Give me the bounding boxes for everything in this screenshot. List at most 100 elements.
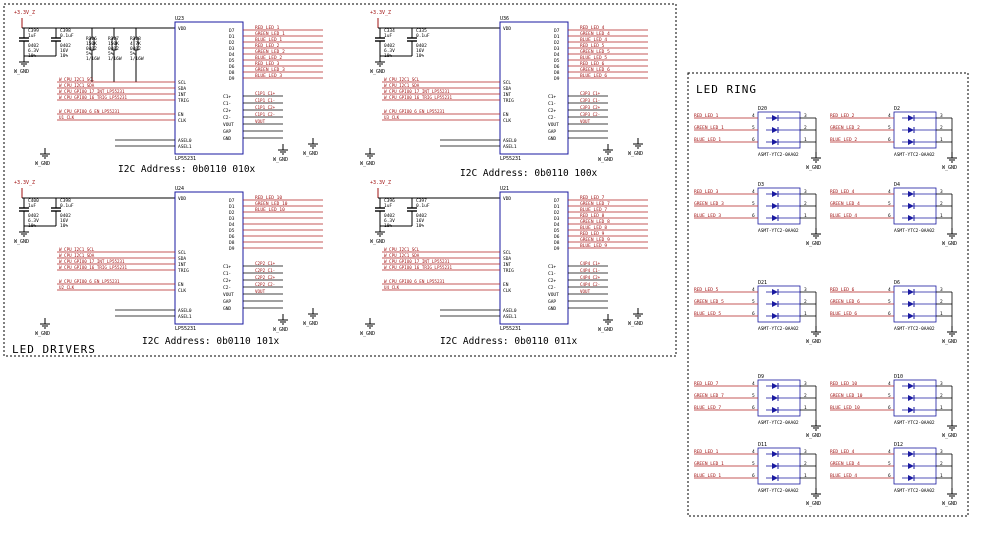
i2c-address: I2C Address: 0b0110 101x — [142, 336, 280, 347]
diode-triangle — [772, 383, 778, 389]
cp-net-label: C3P3_C1+ — [580, 91, 601, 96]
led-ref: D4 — [894, 182, 900, 188]
chip-pin-label: VOUT — [223, 122, 234, 128]
led-net-label: GREEN_LED_10 — [830, 393, 863, 399]
input-net-label: U1_CLK — [59, 115, 75, 120]
led-net-label: GREEN_LED_2 — [830, 125, 860, 131]
ground-symbol: W_GND — [370, 56, 385, 75]
output-net-label: GREEN_LED_1 — [255, 31, 285, 37]
ground-label: W_GND — [806, 165, 821, 171]
led-net-label: GREEN_LED_3 — [694, 201, 724, 207]
output-net-label: RED_LED_7 — [580, 195, 605, 201]
led-pin-number: 5 — [888, 201, 891, 207]
cap-rating: 6.3V — [384, 218, 395, 224]
chip-pin-label: VOUT — [548, 122, 559, 128]
ground-label: W_GND — [35, 161, 50, 167]
ground-label: W_GND — [273, 157, 288, 163]
led-pin-number: 6 — [752, 311, 755, 317]
input-net-label: W_CPU_GPIO0_17_INT_LP55231 — [384, 259, 450, 264]
led-pin-number: 1 — [804, 137, 807, 143]
cap-size: 0402 — [416, 213, 427, 219]
cp-net-label: C3P3_C1- — [580, 98, 600, 103]
led-net-label: GREEN_LED_4 — [830, 201, 860, 207]
chip-pin-label: D7 — [554, 28, 560, 34]
output-net-label: RED_LED_4 — [580, 25, 605, 31]
cap-tolerance: 10% — [416, 53, 424, 59]
led-net-label: RED_LED_7 — [694, 381, 719, 387]
led-pin-number: 6 — [888, 213, 891, 219]
led-pin-number: 3 — [940, 113, 943, 119]
cp-net-label: C2P2_C2- — [255, 282, 275, 287]
cp-net-label: VOUT — [580, 119, 591, 124]
led-pin-number: 3 — [804, 381, 807, 387]
chip-pin-label: C1+ — [223, 94, 231, 100]
input-net-label: U3_CLK — [384, 115, 400, 120]
chip-pin-label: C1+ — [548, 264, 556, 270]
chip-pin-label: C1+ — [223, 264, 231, 270]
led-pin-number: 1 — [940, 311, 943, 317]
led-pin-number: 1 — [940, 405, 943, 411]
chip-pin-label: VOUT — [548, 292, 559, 298]
res-tol: 5% — [108, 51, 114, 57]
ground-label: W_GND — [14, 239, 29, 245]
chip-pin-label: D8 — [554, 70, 560, 76]
ground-label: W_GND — [942, 165, 957, 171]
res-tol: 5% — [86, 51, 92, 57]
chip-pin-label: SDA — [178, 86, 186, 92]
led-pin-number: 1 — [940, 213, 943, 219]
cap-rating: 6.3V — [28, 218, 39, 224]
diode-triangle — [772, 451, 778, 457]
ground-label: W_GND — [14, 69, 29, 75]
diode-triangle — [772, 127, 778, 133]
ground-symbol: W_GND — [628, 138, 643, 157]
led-pin-number: 2 — [940, 125, 943, 131]
cp-net-label: VOUT — [255, 119, 266, 124]
led-drivers-frame — [3, 3, 677, 357]
chip-pin-label: ASEL1 — [178, 144, 192, 150]
led-pin-number: 3 — [940, 381, 943, 387]
led-pin-number: 5 — [752, 461, 755, 467]
res-ref: R327 — [108, 36, 119, 42]
output-net-label: GREEN_LED_10 — [255, 201, 288, 207]
chip-pin-label: VDD — [503, 196, 511, 202]
diode-triangle — [772, 395, 778, 401]
output-net-label: GREEN_LED_7 — [580, 201, 610, 207]
chip-pin-label: GND — [548, 306, 556, 312]
chip-pin-label: INT — [503, 262, 511, 268]
i2c-address: I2C Address: 0b0110 010x — [118, 164, 256, 175]
led-pin-number: 1 — [804, 311, 807, 317]
led-pin-number: 1 — [940, 137, 943, 143]
cap-ref: C398 — [60, 198, 71, 204]
chip-pin-label: D2 — [554, 210, 560, 216]
chip-pin-label: C1+ — [548, 94, 556, 100]
led-pin-number: 2 — [804, 461, 807, 467]
ground-label: W_GND — [806, 339, 821, 345]
led-net-label: GREEN_LED_1 — [694, 125, 724, 131]
cap-size: 0402 — [28, 213, 39, 219]
chip-pin-label: ASEL0 — [178, 138, 192, 144]
input-net-label: W_CPU_I2C1_SCL — [384, 247, 420, 252]
led-pin-number: 5 — [888, 125, 891, 131]
cp-net-label: C1P1_C1+ — [255, 91, 276, 96]
ground-symbol: W_GND — [942, 326, 957, 345]
chip-pin-label: C1- — [548, 271, 556, 277]
chip-pin-label: C2- — [223, 115, 231, 121]
chip-pin-label: D5 — [554, 58, 560, 64]
input-net-label: W_CPU_GPIO0_16_TRIG_LP55231 — [384, 95, 453, 100]
input-net-label: W_CPU_GPIO0_17_INT_LP55231 — [59, 259, 125, 264]
ground-label: W_GND — [360, 331, 375, 337]
cp-net-label: C3P3_C2+ — [580, 105, 601, 110]
supply-label: +3.3V_Z — [370, 10, 391, 16]
input-net-label: W_CPU_GPIO0_6_EN_LP55231 — [384, 109, 445, 114]
led-net-label: RED_LED_2 — [830, 113, 855, 119]
chip-pin-label: CLK — [178, 288, 186, 294]
chip-part: LP55231 — [175, 156, 196, 162]
cp-net-label: C2P2_C1- — [255, 268, 275, 273]
led-pin-number: 5 — [752, 393, 755, 399]
chip-ref: U21 — [500, 186, 509, 192]
led-pin-number: 1 — [940, 473, 943, 479]
chip-pin-label: ASEL1 — [178, 314, 192, 320]
